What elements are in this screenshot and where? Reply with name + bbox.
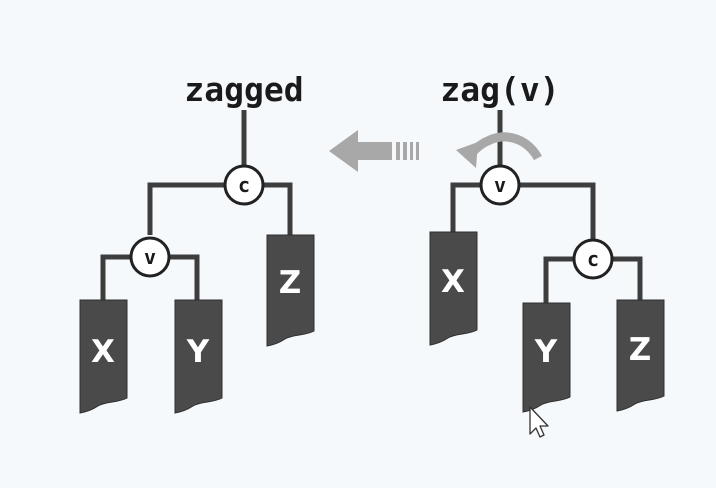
left-node-c-label: c — [238, 173, 250, 197]
right-tree: zag(v) X Y Z v — [429, 70, 665, 413]
right-node-v: v — [479, 164, 521, 206]
right-subtree-z-label: Z — [629, 332, 651, 368]
left-subtree-z-label: Z — [279, 265, 301, 301]
right-subtree-y-label: Y — [534, 334, 558, 370]
rotate-arrow-icon — [456, 132, 542, 168]
right-edge-v-to-x — [450, 182, 482, 232]
right-node-c: c — [572, 238, 614, 280]
left-node-v: v — [129, 236, 171, 278]
left-subtree-z: Z — [266, 234, 315, 347]
right-subtree-z: Z — [616, 299, 665, 412]
left-node-c: c — [223, 164, 265, 206]
left-node-v-label: v — [144, 245, 156, 269]
left-tree-edges — [100, 110, 293, 300]
left-tree-title: zagged — [184, 70, 303, 109]
left-edge-v-to-x — [100, 254, 131, 300]
left-subtree-x: X — [79, 299, 128, 414]
left-subtree-y-label: Y — [186, 334, 210, 370]
right-edge-c-to-y — [543, 256, 575, 305]
left-edge-c-to-v — [147, 182, 226, 235]
right-node-c-label: c — [587, 247, 599, 271]
right-edge-c-to-z — [611, 256, 643, 302]
transform-arrow-icon — [329, 130, 419, 172]
right-subtree-x-label: X — [441, 264, 465, 300]
right-tree-edges — [450, 110, 643, 305]
mouse-pointer-icon — [529, 406, 549, 438]
right-node-v-label: v — [494, 173, 506, 197]
left-edge-c-to-z — [262, 182, 293, 238]
right-subtree-x: X — [429, 231, 478, 346]
left-subtree-x-label: X — [91, 334, 115, 370]
right-tree-title: zag(v) — [440, 70, 559, 109]
left-tree: zagged X Y Z c v — [79, 70, 315, 414]
right-edge-v-to-c — [518, 182, 596, 240]
right-subtree-y: Y — [522, 302, 571, 413]
left-subtree-y: Y — [174, 299, 223, 414]
left-edge-v-to-y — [169, 254, 200, 300]
